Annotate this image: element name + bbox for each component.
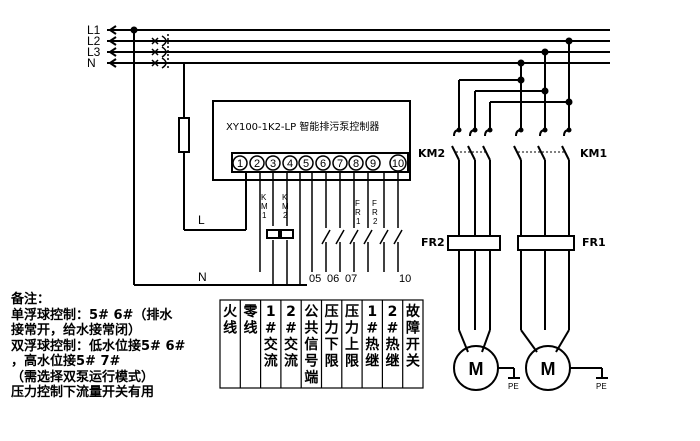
table-cell-char: 流	[264, 353, 278, 370]
pe-label-2: PE	[596, 382, 607, 391]
line-label-l3: L3	[87, 45, 101, 59]
line-label-l2: L2	[87, 34, 101, 48]
motor-1-label: M	[541, 359, 556, 379]
notes-line-1: 单浮球控制：5# 6#（排水	[11, 307, 173, 323]
wire-label-n: N	[198, 270, 207, 284]
terminal-1-number: 1	[237, 158, 243, 170]
terminal-2-circle	[249, 155, 265, 171]
table-cell-char: 上	[345, 337, 359, 353]
terminal-9-circle	[365, 155, 381, 171]
terminal-label-10: 10	[399, 273, 411, 285]
notes-line-2: 接常开，给水接常闭）	[11, 323, 142, 338]
table-cell-char: #	[387, 321, 399, 337]
table-cell-char: 号	[304, 354, 318, 370]
table-cell-char: 信	[304, 336, 318, 353]
fr2-label-2: 2	[373, 217, 378, 226]
km2-label-2: 2	[283, 211, 288, 220]
notes-title: 备注：	[11, 292, 51, 307]
notes-line-4: ，高水位接5# 7#	[11, 354, 121, 369]
fr1-label-r: R	[355, 208, 361, 217]
terminal-3-circle	[265, 155, 281, 171]
wire-label-l: L	[198, 213, 205, 227]
terminal-label-06: 06	[327, 273, 339, 285]
km1-label-m: M	[261, 202, 268, 211]
km2-label-m: M	[282, 202, 289, 211]
terminal-label-07: 07	[345, 273, 357, 285]
table-cell-char: 公	[304, 304, 318, 320]
table-cell-char: 开	[406, 337, 420, 353]
contactor-label-km1: KM1	[580, 147, 607, 160]
table-cell-char: 压	[325, 304, 339, 320]
table-cell-char: 共	[304, 320, 318, 337]
terminal-6-circle	[315, 155, 331, 171]
table-cell-char: 下	[325, 337, 339, 353]
table-cell-char: 流	[284, 353, 298, 370]
terminal-9-number: 9	[370, 158, 376, 170]
table-cell-char: 交	[284, 336, 298, 353]
table-cell-char: 热	[386, 336, 400, 353]
table-cell-char: 关	[406, 353, 420, 370]
controller-title: XY100-1K2-LP 智能排污泵控制器	[226, 120, 379, 133]
table-cell-char: 热	[365, 336, 379, 353]
terminal-5-circle	[298, 155, 314, 171]
terminal-7-number: 7	[337, 158, 343, 170]
table-cell-char: 压	[345, 304, 359, 320]
table-cell-char: #	[285, 321, 297, 337]
table-cell-char: 限	[345, 354, 359, 370]
terminal-3-number: 3	[270, 158, 276, 170]
fr1-label-f: F	[355, 199, 360, 208]
terminal-6-number: 6	[320, 158, 326, 170]
km1-label-1: 1	[262, 211, 267, 220]
terminal-2-number: 2	[254, 158, 260, 170]
table-cell-char: 障	[406, 320, 420, 337]
terminal-10-circle	[389, 154, 407, 172]
table-cell-char: 火	[223, 304, 238, 320]
line-label-n: N	[87, 56, 96, 70]
terminal-5-number: 5	[303, 158, 309, 170]
notes-block: 备注： 单浮球控制：5# 6#（排水 接常开，给水接常闭） 双浮球控制：低水位接…	[11, 292, 226, 401]
notes-line-5: （需选择双泵运行模式）	[11, 369, 155, 385]
motor-2-label: M	[469, 359, 484, 379]
table-cell-char: #	[265, 321, 277, 337]
km1-label-k: K	[261, 193, 267, 202]
table-cell-char: 故	[406, 303, 421, 320]
fr2-label-r: R	[372, 208, 378, 217]
table-cell-char: 线	[243, 320, 257, 337]
table-cell-char: 1	[266, 304, 276, 320]
terminal-label-05: 05	[309, 273, 321, 285]
table-cell-char: 继	[365, 353, 379, 370]
table-cell-char: 力	[325, 320, 339, 337]
terminal-10-number: 10	[392, 158, 404, 170]
table-cell-char: 交	[264, 336, 278, 353]
terminal-7-circle	[332, 155, 348, 171]
table-cell-char: 线	[223, 320, 237, 337]
terminal-8-number: 8	[353, 158, 359, 170]
terminal-1-circle	[232, 155, 248, 171]
table-cell-char: #	[366, 321, 378, 337]
table-cell-char: 零	[242, 303, 258, 320]
table-cell-char: 1	[367, 304, 377, 320]
notes-line-6: 压力控制下流量开关有用	[11, 385, 155, 400]
pe-label-1: PE	[508, 382, 519, 391]
table-cell-char: 限	[325, 354, 339, 370]
table-cell-char: 端	[304, 369, 318, 386]
fr2-label-f: F	[372, 199, 377, 208]
notes-line-3: 双浮球控制：低水位接5# 6#	[11, 338, 186, 354]
relay-label-fr2: FR2	[421, 236, 445, 249]
table-cell-char: 2	[388, 304, 398, 320]
fr1-label-1: 1	[356, 217, 361, 226]
relay-label-fr1: FR1	[582, 236, 606, 249]
terminal-4-number: 4	[287, 158, 293, 170]
terminal-4-circle	[282, 155, 298, 171]
table-cell-char: 继	[386, 353, 400, 370]
terminal-8-circle	[348, 155, 364, 171]
km2-label-k: K	[282, 193, 288, 202]
table-cell-char: 力	[345, 320, 359, 337]
line-label-l1: L1	[87, 23, 101, 37]
contactor-label-km2: KM2	[418, 147, 445, 160]
table-cell-char: 2	[286, 304, 296, 320]
